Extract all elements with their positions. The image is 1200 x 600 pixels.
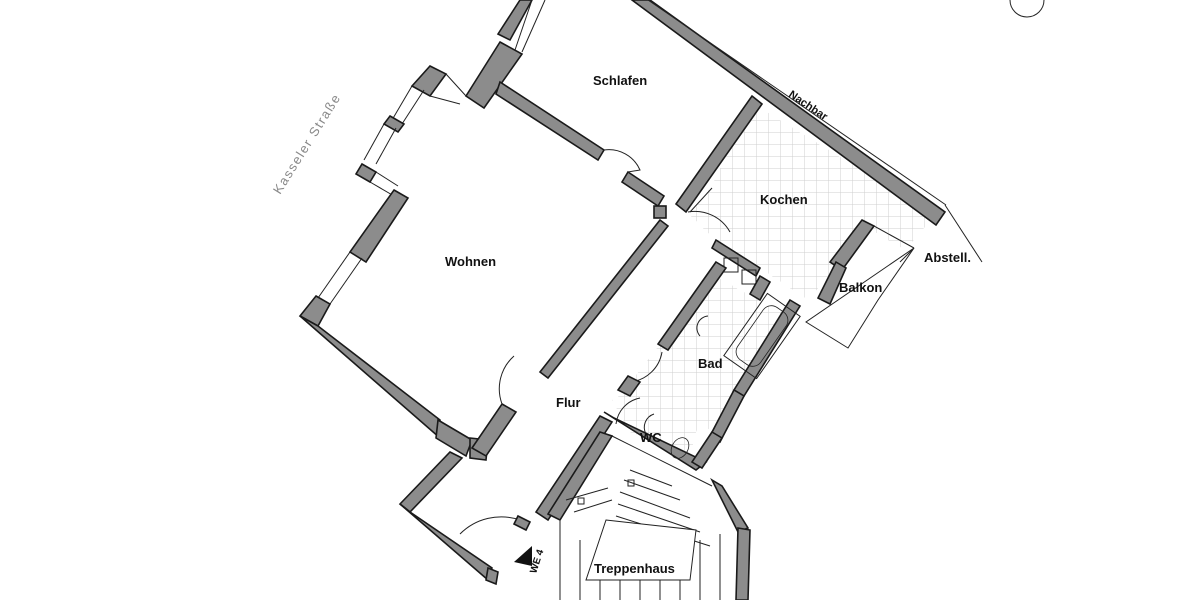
compass-icon (1009, 0, 1045, 18)
room-label-flur: Flur (556, 395, 581, 410)
kochen-door[interactable] (687, 210, 731, 233)
street-label: Kasseler Straße (270, 91, 344, 197)
schlafen-facade (464, 0, 546, 110)
kochen-side-wall (748, 274, 772, 302)
room-label-schlafen: Schlafen (593, 73, 647, 88)
wohnen-door[interactable] (498, 355, 515, 405)
wc-door[interactable] (615, 397, 641, 425)
room-label-balkon: Balkon (839, 280, 882, 295)
unit-marker: WE 4 (514, 546, 547, 575)
wohnen-door-jamb (470, 402, 518, 458)
room-label-wohnen: Wohnen (445, 254, 496, 269)
schlafen-kochen-wall (674, 94, 764, 214)
kochen-shaft (723, 257, 739, 273)
unit-marker-icon (514, 546, 532, 566)
room-label-abstell: Abstell. (924, 250, 971, 265)
room-label-wc: WC (640, 430, 662, 445)
room-label-bad: Bad (698, 356, 723, 371)
staircase (546, 431, 751, 600)
tiled-floors (612, 103, 935, 456)
schlafen-flur-wall (620, 170, 666, 208)
wohnen-schlafen-wall (495, 80, 606, 162)
column (653, 205, 667, 219)
neighbor-wall (630, 0, 983, 263)
kochen-shaft-2 (741, 269, 757, 285)
entry-walls (398, 451, 532, 586)
balkon-structure (805, 218, 915, 349)
wohnen-flur-wall (538, 218, 670, 380)
room-label-treppenhaus: Treppenhaus (594, 561, 675, 576)
entry-door[interactable] (459, 516, 521, 535)
schlafen-door[interactable] (603, 149, 641, 173)
room-label-kochen: Kochen (760, 192, 808, 207)
